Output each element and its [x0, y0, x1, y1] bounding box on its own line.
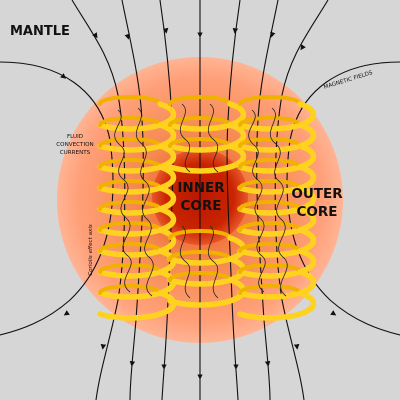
spiral-back-4-23: [238, 221, 302, 232]
spiral-back-1-4: [98, 158, 162, 169]
current-line-5: [179, 225, 191, 299]
spiral-back-2-12: [168, 116, 232, 127]
spiral-back-4-20: [238, 158, 302, 169]
field-line-3: [121, 0, 144, 400]
arrow-9: [63, 310, 70, 316]
arrow-3: [124, 33, 130, 40]
spiral-back-1-6: [98, 200, 162, 211]
spiral-back-1-2: [98, 116, 162, 127]
current-line-2: [135, 107, 154, 297]
arrow-16: [293, 343, 300, 350]
spiral-back-1-5: [98, 179, 162, 190]
spiral-back-1-10: [98, 284, 162, 295]
spiral-front-1-10: [97, 290, 177, 321]
spiral-back-2-11: [168, 95, 232, 106]
mantle-label: MANTLE: [10, 24, 70, 39]
convection-current-lines: [114, 103, 288, 299]
spiral-back-3-14: [168, 229, 232, 240]
arrow-17: [330, 310, 337, 316]
spiral-back-4-21: [238, 179, 302, 190]
current-line-8: [269, 107, 288, 297]
spiral-back-4-25: [238, 263, 302, 274]
coriolis-axis-label: Coriolis effect axis: [88, 224, 94, 276]
inner-core-label-line2: CORE: [180, 198, 221, 214]
arrow-10: [100, 343, 107, 350]
spiral-back-4-17: [238, 95, 302, 106]
field-line-2: [71, 0, 126, 400]
spiral-back-3-16: [168, 271, 232, 282]
inner-core-label-line1: INNER: [177, 180, 225, 196]
fluid-convection-label-line3: CURRENTS: [60, 150, 91, 156]
spiral-back-2-13: [168, 137, 232, 148]
spiral-front-4-26: [237, 290, 317, 321]
spiral-back-1-1: [98, 95, 162, 106]
magnetic-fields-label: MAGNETIC FIELDS: [323, 70, 374, 91]
current-line-4: [207, 103, 219, 173]
spiral-back-4-24: [238, 242, 302, 253]
spiral-back-1-9: [98, 263, 162, 274]
arrow-4: [162, 27, 169, 34]
field-line-7: [256, 0, 279, 400]
spiral-back-4-19: [238, 137, 302, 148]
spiral-back-4-26: [238, 284, 302, 295]
arrow-8: [300, 44, 306, 51]
spiral-back-4-18: [238, 116, 302, 127]
outer-core-label-line1: OUTER: [291, 186, 343, 202]
current-line-1: [114, 109, 132, 293]
spiral-front-3-16: [167, 277, 247, 308]
fluid-convection-label-line1: FLUID: [67, 134, 83, 140]
field-line-8: [274, 0, 329, 400]
spiral-back-4-22: [238, 200, 302, 211]
fluid-convection-label-line2: CONVECTION: [56, 142, 93, 148]
spiral-back-1-8: [98, 242, 162, 253]
current-line-6: [207, 225, 219, 299]
spiral-back-3-15: [168, 250, 232, 261]
field-line-6: [226, 0, 241, 400]
current-line-7: [248, 109, 266, 293]
spiral-back-1-3: [98, 137, 162, 148]
spiral-front-2-13: [167, 143, 247, 174]
current-line-3: [179, 103, 191, 173]
outer-core-label-line2: CORE: [296, 204, 337, 220]
convection-spirals: [97, 95, 317, 321]
